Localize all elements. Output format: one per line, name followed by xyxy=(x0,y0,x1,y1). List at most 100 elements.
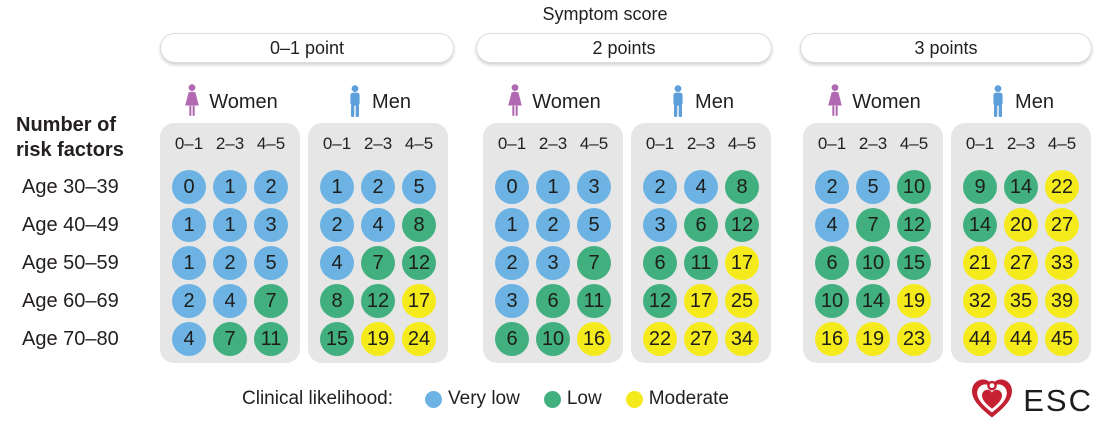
risk-factor-column-label: 2–3 xyxy=(858,134,888,153)
likelihood-cell: 6 xyxy=(684,208,718,242)
figure-title: Symptom score xyxy=(542,4,668,24)
age-row-label: Age 30–39 xyxy=(22,176,119,198)
risk-factor-column-label: 2–3 xyxy=(538,134,568,153)
legend-dot-moderate xyxy=(625,390,643,408)
likelihood-cell: 4 xyxy=(320,246,354,280)
risk-factor-column-headers: 0–1 2–3 4–5 xyxy=(803,132,943,156)
likelihood-cell: 45 xyxy=(1045,322,1079,356)
risk-factor-column-label: 2–3 xyxy=(363,134,393,153)
likelihood-cell: 14 xyxy=(963,208,997,242)
likelihood-cell: 6 xyxy=(536,284,570,318)
likelihood-cell: 22 xyxy=(1045,170,1079,204)
age-row-label: Age 70–80 xyxy=(22,328,119,350)
likelihood-cell: 0 xyxy=(495,170,529,204)
likelihood-cell: 16 xyxy=(815,322,849,356)
likelihood-cell: 1 xyxy=(172,208,206,242)
likelihood-cell: 0 xyxy=(172,170,206,204)
man-icon xyxy=(673,85,683,117)
likelihood-cell: 4 xyxy=(361,208,395,242)
likelihood-cell: 8 xyxy=(725,170,759,204)
risk-factor-column-label: 2–3 xyxy=(686,134,716,153)
likelihood-cell: 1 xyxy=(536,170,570,204)
risk-factor-column-label: 2–3 xyxy=(1006,134,1036,153)
likelihood-cell: 11 xyxy=(684,246,718,280)
likelihood-cell: 7 xyxy=(213,322,247,356)
likelihood-cell: 11 xyxy=(577,284,611,318)
symptom-score-pill: 2 points xyxy=(476,33,772,63)
woman-icon xyxy=(185,84,200,116)
risk-factor-column-label: 4–5 xyxy=(1047,134,1077,153)
likelihood-cell: 27 xyxy=(684,322,718,356)
esc-logo: ESC xyxy=(969,376,1093,426)
likelihood-cell: 6 xyxy=(815,246,849,280)
legend-items: Very low Low Moderate xyxy=(425,388,753,410)
likelihood-cell: 19 xyxy=(856,322,890,356)
likelihood-cell: 11 xyxy=(254,322,288,356)
legend-item-label: Very low xyxy=(448,388,520,409)
likelihood-cell: 20 xyxy=(1004,208,1038,242)
legend-dot-very_low xyxy=(425,390,443,408)
likelihood-cell: 22 xyxy=(643,322,677,356)
likelihood-cell: 2 xyxy=(643,170,677,204)
likelihood-cell: 12 xyxy=(643,284,677,318)
likelihood-cell: 1 xyxy=(213,208,247,242)
likelihood-cell: 34 xyxy=(725,322,759,356)
esc-heart-icon xyxy=(969,377,1015,425)
risk-factor-column-label: 0–1 xyxy=(817,134,847,153)
likelihood-cell: 14 xyxy=(1004,170,1038,204)
likelihood-cell: 1 xyxy=(320,170,354,204)
likelihood-cell: 4 xyxy=(172,322,206,356)
likelihood-cell: 3 xyxy=(495,284,529,318)
likelihood-cell: 2 xyxy=(172,284,206,318)
likelihood-cell: 39 xyxy=(1045,284,1079,318)
likelihood-cell: 19 xyxy=(361,322,395,356)
legend-item-label: Moderate xyxy=(648,388,729,409)
risk-factors-header: Number of risk factors xyxy=(16,114,124,161)
risk-factor-column-label: 4–5 xyxy=(727,134,757,153)
man-icon xyxy=(350,85,360,117)
legend-item: Very low xyxy=(425,388,520,410)
risk-factor-column-headers: 0–1 2–3 4–5 xyxy=(951,132,1091,156)
likelihood-cell: 17 xyxy=(402,284,436,318)
likelihood-cell: 10 xyxy=(856,246,890,280)
risk-factor-column-label: 4–5 xyxy=(256,134,286,153)
legend-item: Low xyxy=(543,388,602,410)
likelihood-cell: 10 xyxy=(536,322,570,356)
legend-item: Moderate xyxy=(625,388,729,410)
likelihood-cell: 10 xyxy=(815,284,849,318)
likelihood-cell: 27 xyxy=(1004,246,1038,280)
gender-label: Women xyxy=(209,91,278,113)
risk-factor-column-label: 0–1 xyxy=(965,134,995,153)
risk-factor-column-label: 4–5 xyxy=(899,134,929,153)
likelihood-cell: 27 xyxy=(1045,208,1079,242)
risk-factor-column-label: 2–3 xyxy=(215,134,245,153)
likelihood-cell: 2 xyxy=(361,170,395,204)
